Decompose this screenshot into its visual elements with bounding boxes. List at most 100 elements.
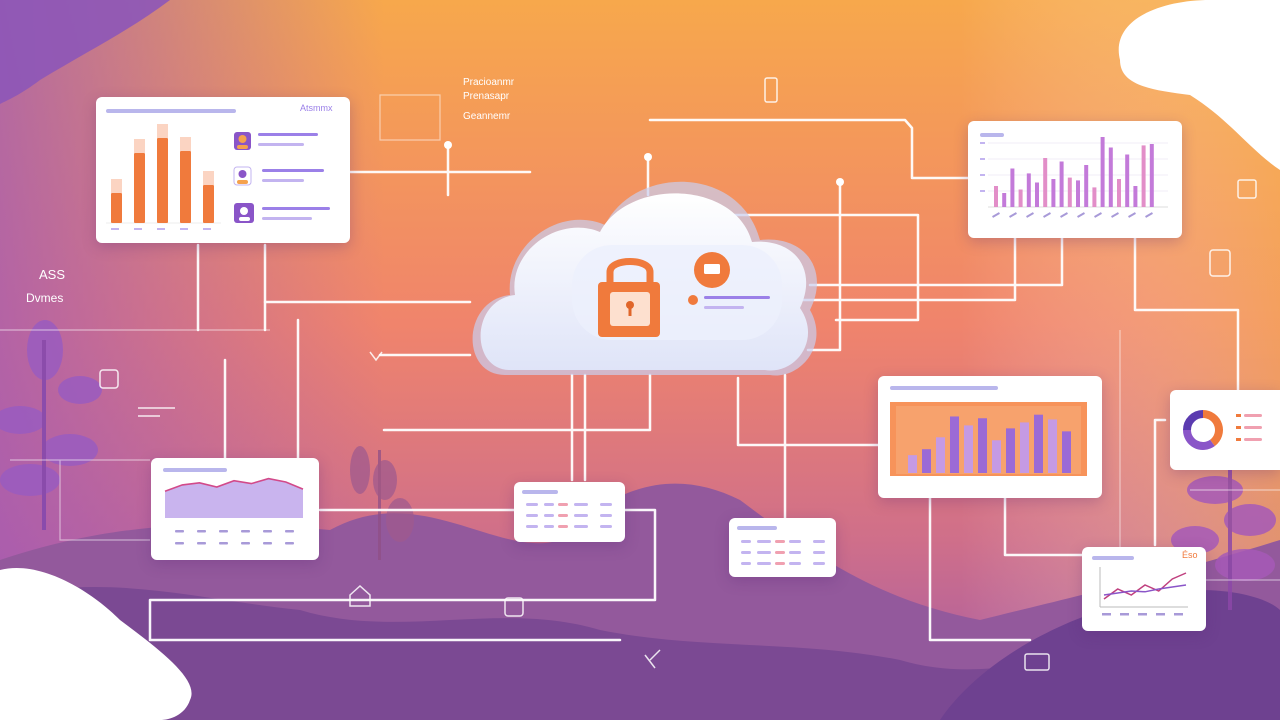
tick-label	[1060, 212, 1068, 218]
bar	[964, 425, 973, 473]
tick-label	[1128, 212, 1136, 218]
tick-label	[1111, 212, 1119, 218]
series-line	[1103, 584, 1187, 596]
tick-label	[1009, 212, 1017, 218]
tick-label	[1138, 613, 1147, 616]
legend-label	[1244, 414, 1262, 417]
dashboard-card-bar-users: Atsmmx	[96, 97, 350, 243]
area-fill	[165, 478, 303, 518]
bar	[1100, 137, 1105, 207]
bar	[1051, 179, 1056, 207]
bar	[1010, 168, 1015, 207]
bar	[1141, 145, 1146, 207]
caption-left-2: Dvmes	[26, 291, 64, 305]
bar	[1076, 180, 1080, 207]
tick-label	[241, 530, 250, 533]
dashboard-card-orange-bars	[878, 376, 1102, 498]
card-title-bar	[106, 109, 236, 113]
legend-swatch	[1236, 414, 1241, 417]
tick-label	[175, 542, 184, 545]
legend-swatch	[1236, 438, 1241, 441]
bar	[1006, 428, 1015, 473]
dashboard-card-line: Éso	[1082, 547, 1206, 631]
card-title-bar	[737, 526, 777, 530]
caption-top-3: Geannemr	[463, 111, 511, 122]
tick-label	[197, 542, 206, 545]
donut-slice	[1183, 410, 1204, 431]
bar	[1035, 182, 1039, 207]
bar	[157, 138, 168, 223]
card-badge-text: Éso	[1182, 550, 1198, 560]
legend-swatch	[1236, 426, 1241, 429]
legend-label	[1244, 426, 1262, 429]
user-list	[233, 132, 330, 223]
tick-label	[1120, 613, 1129, 616]
house-icon	[349, 584, 371, 607]
dashboard-card-table-2	[729, 518, 836, 577]
bar	[1108, 147, 1113, 207]
tick-label	[157, 228, 165, 230]
caption-left-1: ASS	[39, 267, 66, 282]
tick-label	[175, 530, 184, 533]
tick-label	[263, 542, 272, 545]
card-title-bar	[1092, 556, 1134, 560]
tick-label	[1094, 212, 1102, 218]
bar-cap	[134, 139, 145, 153]
tick-label	[241, 542, 250, 545]
bar	[1067, 177, 1072, 207]
tick-label	[980, 190, 985, 192]
tick-label	[219, 542, 228, 545]
bar	[1020, 422, 1029, 473]
bar	[1026, 173, 1031, 207]
bar-chart	[106, 124, 221, 230]
bar	[1018, 189, 1023, 207]
tick-label	[992, 212, 1000, 218]
bar	[1092, 187, 1097, 207]
tick-label	[1026, 212, 1034, 218]
browser-icon	[1237, 179, 1257, 199]
dashboard-card-donut	[1170, 390, 1280, 470]
tick-label	[197, 530, 206, 533]
card-title-bar	[163, 468, 227, 472]
bar	[1062, 431, 1071, 473]
user-icon	[234, 203, 254, 223]
donut-slice	[1202, 410, 1223, 447]
user-icon	[234, 132, 251, 150]
tick-label	[180, 228, 188, 230]
bar	[134, 153, 145, 223]
bar	[1048, 419, 1057, 473]
tick-label	[285, 542, 294, 545]
series-line	[1103, 572, 1187, 600]
legend-label	[1244, 438, 1262, 441]
bar	[922, 449, 931, 473]
bar-cap	[203, 171, 214, 185]
cloud-icon	[472, 181, 817, 376]
bar	[950, 416, 959, 473]
bar	[1133, 186, 1138, 207]
bar	[180, 151, 191, 223]
table-rows	[741, 540, 825, 565]
bar	[1149, 144, 1154, 207]
lock-icon	[598, 258, 660, 337]
card-title-bar	[522, 490, 558, 494]
bar	[1034, 414, 1043, 473]
tick-label	[1145, 212, 1153, 218]
bar	[1125, 154, 1130, 207]
tick-label	[1043, 212, 1051, 218]
bar	[203, 185, 214, 223]
bar-chart	[980, 137, 1168, 218]
bar	[978, 418, 987, 473]
donut-chart-icon	[1183, 410, 1262, 450]
card-title-bar	[890, 386, 998, 390]
table-rows	[526, 503, 612, 528]
bar	[994, 186, 998, 207]
bar-cap	[111, 179, 122, 193]
tick-label	[1174, 613, 1183, 616]
tick-label	[980, 142, 985, 144]
tick-label	[219, 530, 228, 533]
caption-top-2: Prenasapr	[463, 91, 510, 102]
bar-cap	[180, 137, 191, 151]
user-icon	[233, 166, 252, 186]
tick-label	[1156, 613, 1165, 616]
dashboard-card-purple-bars	[968, 121, 1182, 238]
